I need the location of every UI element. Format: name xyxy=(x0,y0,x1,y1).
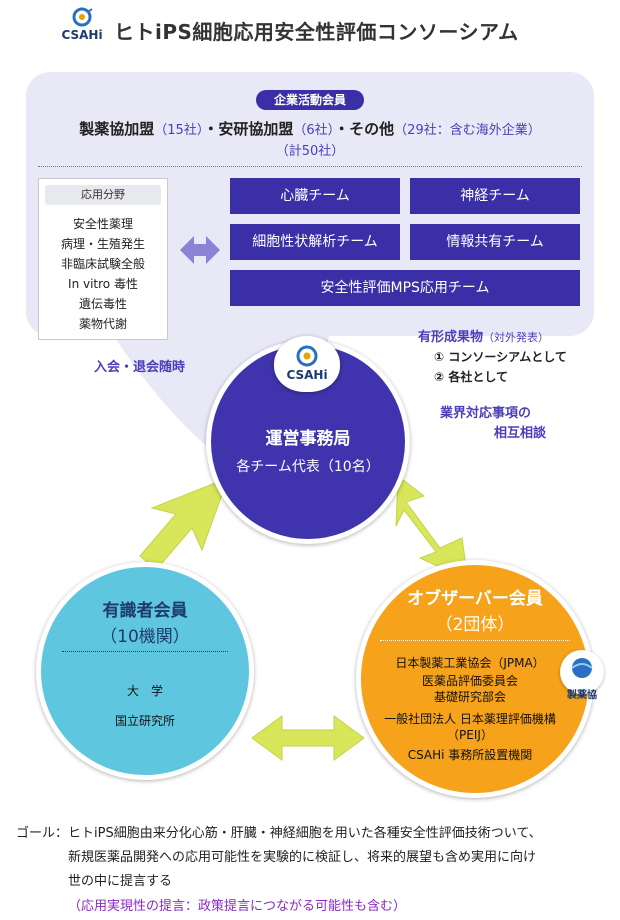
observer-item: 日本製薬工業協会（JPMA） xyxy=(395,656,545,670)
fields-heading: 応用分野 xyxy=(45,185,161,205)
corporate-groups: 製薬協加盟（15社）・安研協加盟（6社）・その他（29社：含む海外企業） xyxy=(26,118,594,139)
group-separator: ・ xyxy=(334,120,350,138)
group-count: （29社：含む海外企業） xyxy=(394,123,541,138)
csahi-logo-text: CSAHi xyxy=(61,28,103,42)
experts-item: 国立研究所 xyxy=(114,714,175,728)
output-item: ① コンソーシアムとして xyxy=(434,350,567,364)
join-text: 入会・退会随時 xyxy=(94,360,186,375)
experts-item: 大 学 xyxy=(126,684,163,698)
observer-item: 医薬品評価委員会 xyxy=(421,674,518,688)
goal-line: 世の中に提言する xyxy=(68,874,173,889)
industry-text-line: 相互相談 xyxy=(494,426,547,441)
observers-count: （2団体） xyxy=(435,615,515,635)
outputs-title: 有形成果物（対外発表） xyxy=(418,326,549,345)
observers-divider xyxy=(380,640,570,641)
experts-divider xyxy=(62,651,228,652)
field-item: 安全性薬理 xyxy=(72,217,133,231)
output-item: ② 各社として xyxy=(434,370,508,384)
jpma-badge-text: 製薬協 xyxy=(567,690,597,701)
arrow-experts-observers xyxy=(251,715,365,761)
divider xyxy=(38,166,582,167)
outputs-title-main: 有形成果物 xyxy=(418,330,484,345)
field-item: 病理・生殖発生 xyxy=(60,237,145,251)
double-arrow-icon xyxy=(180,236,220,264)
industry-text-line: 業界対応事項の xyxy=(440,406,532,421)
team-mps: 安全性評価MPS応用チーム xyxy=(230,270,580,306)
team-heart: 心臓チーム xyxy=(230,178,400,214)
field-item: 遺伝毒性 xyxy=(78,297,127,311)
goal-note: （応用実現性の提言：政策提言につながる可能性も含む） xyxy=(68,899,407,914)
team-cell-analysis: 細胞性状解析チーム xyxy=(230,224,400,260)
group-name: その他 xyxy=(349,120,395,138)
observers-title: オブザーバー会員 xyxy=(407,589,543,609)
team-info-sharing: 情報共有チーム xyxy=(410,224,580,260)
experts-title: 有識者会員 xyxy=(102,601,188,621)
observer-item: （PEIJ） xyxy=(447,728,493,742)
goal-label: ゴール： xyxy=(16,826,69,841)
office-logo: CSAHi xyxy=(274,336,340,392)
field-item: 非臨床試験全般 xyxy=(60,257,145,271)
fields-box: 応用分野 安全性薬理 病理・生殖発生 非臨床試験全般 In vitro 毒性 遺… xyxy=(38,178,168,340)
goal-line: ヒトiPS細胞由来分化心筋・肝臓・神経細胞を用いた各種安全性評価技術ついて、 xyxy=(68,826,542,841)
goal-line: 新規医薬品開発への応用可能性を実験的に検証し、将来的展望も含め実用に向け xyxy=(68,850,537,865)
group-count: （6社） xyxy=(293,123,335,138)
office-sub: 各チーム代表（10名） xyxy=(236,459,380,475)
experts-circle xyxy=(36,562,254,780)
group-separator: ・ xyxy=(203,120,219,138)
office-title: 運営事務局 xyxy=(265,429,351,449)
arrow-main-experts xyxy=(139,477,229,571)
experts-count: （10機関） xyxy=(100,627,190,647)
field-item: In vitro 毒性 xyxy=(68,277,138,291)
outputs-title-sub: （対外発表） xyxy=(483,331,550,344)
jpma-logo-icon xyxy=(560,650,604,694)
observers-circle xyxy=(356,560,594,798)
corporate-total: （計50社） xyxy=(275,144,345,159)
group-name: 製薬協加盟 xyxy=(79,120,155,138)
field-item: 薬物代謝 xyxy=(78,317,127,331)
observer-item: 基礎研究部会 xyxy=(433,690,506,704)
group-count: （15社） xyxy=(154,123,204,138)
page-title: ヒトiPS細胞応用安全性評価コンソーシアム xyxy=(114,20,519,44)
observer-item: CSAHi 事務所設置機関 xyxy=(407,748,533,762)
office-logo-text: CSAHi xyxy=(286,368,328,382)
csahi-logo: CSAHi xyxy=(58,6,106,44)
observer-item: 一般社団法人 日本薬理評価機構 xyxy=(384,712,556,726)
group-name: 安研協加盟 xyxy=(218,120,294,138)
team-neuro: 神経チーム xyxy=(410,178,580,214)
corporate-tag: 企業活動会員 xyxy=(256,90,364,110)
